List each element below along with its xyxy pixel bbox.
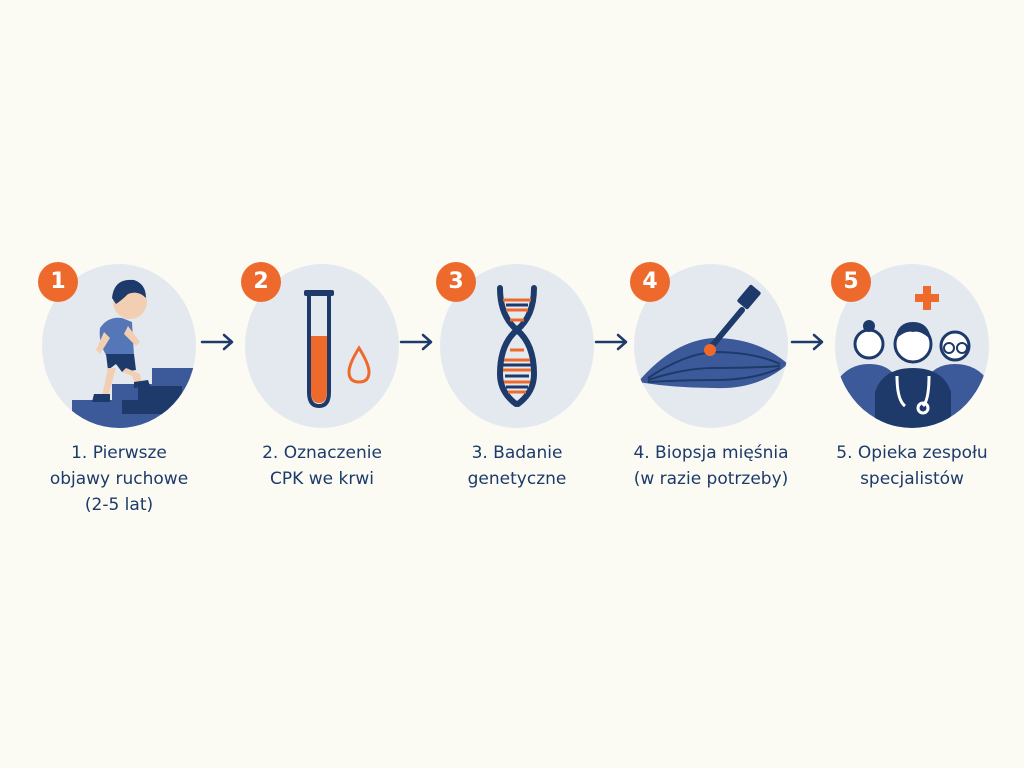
blood-test-tube-icon [304, 290, 371, 409]
step-4: 4 4. Biopsja mięśnia(w razie potrzeby) [614, 262, 804, 532]
step-number-badge: 3 [436, 262, 476, 302]
step-1: 1 [22, 262, 212, 532]
step-label: 4. Biopsja mięśnia(w razie potrzeby) [633, 443, 789, 489]
arrow-right-icon [790, 333, 824, 351]
step-number-badge: 5 [831, 262, 871, 302]
step-icon-circle [42, 264, 196, 428]
step-3: 3 [420, 262, 610, 532]
arrow-right-icon [399, 333, 433, 351]
dna-helix-icon [496, 285, 538, 407]
arrow-right-icon [594, 333, 628, 351]
child-climbing-stairs-icon [72, 279, 196, 428]
step-icon-circle [634, 264, 788, 428]
step-5: 5 5. Opiek [815, 262, 1005, 532]
step-number-badge: 2 [241, 262, 281, 302]
step-number-badge: 4 [630, 262, 670, 302]
arrow-right-icon [200, 333, 234, 351]
step-number-badge: 1 [38, 262, 78, 302]
muscle-biopsy-icon [638, 284, 788, 389]
medical-team-icon [835, 286, 989, 428]
